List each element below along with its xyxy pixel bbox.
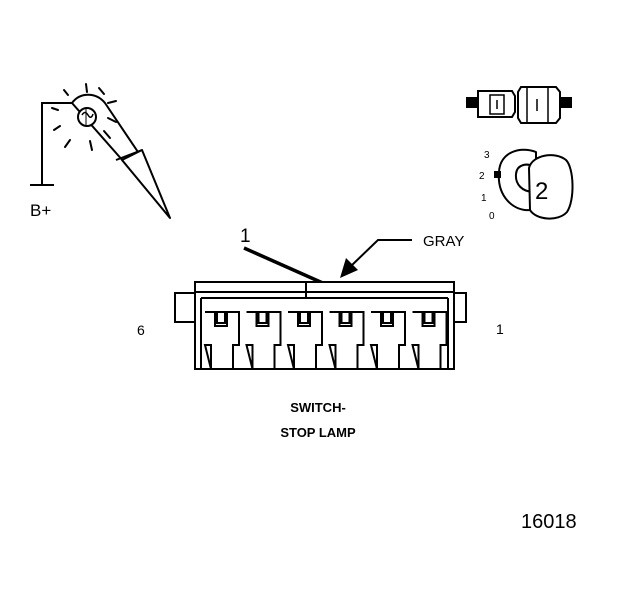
caption-line-1: SWITCH- (290, 400, 346, 415)
caption-line-2: STOP LAMP (280, 425, 356, 440)
connector-pin-cavity (203, 311, 240, 370)
connector-pin-cavity (328, 311, 365, 370)
connector-pin-latch (382, 311, 392, 324)
connector-pin-latch (340, 311, 351, 324)
pin-left-label: 6 (137, 322, 145, 338)
dial-position-2: 2 (479, 171, 485, 182)
dial-selected-value: 2 (535, 178, 548, 205)
dial-position-3: 3 (484, 150, 490, 161)
pin-right-label: 1 (496, 321, 504, 337)
connector-pair-icon (466, 86, 572, 124)
connector-pin-cavity (245, 311, 282, 370)
connector-pin-latch (299, 311, 309, 324)
light-rays-icon (51, 83, 117, 151)
connector-pin-cavity (286, 311, 323, 370)
connector-pin-cavity (411, 311, 448, 370)
lamp-bulb-icon (77, 107, 97, 127)
connector-pins (203, 311, 448, 370)
dial-position-0: 0 (489, 211, 495, 222)
connector-pin-latch (257, 311, 268, 324)
selector-dial-icon (494, 148, 574, 220)
figure-number: 16018 (521, 511, 577, 533)
gray-wire-leader (340, 239, 412, 278)
connector-pin-latch (423, 311, 434, 324)
callout-number: 1 (240, 226, 251, 247)
dial-position-1: 1 (481, 193, 487, 204)
connector-pin-cavity (369, 311, 406, 370)
wire-color-label: GRAY (423, 233, 464, 250)
connector-pin-latch (216, 311, 226, 324)
six-pin-connector (174, 281, 467, 370)
test-lamp-icon (30, 83, 171, 219)
power-label: B+ (30, 201, 51, 220)
